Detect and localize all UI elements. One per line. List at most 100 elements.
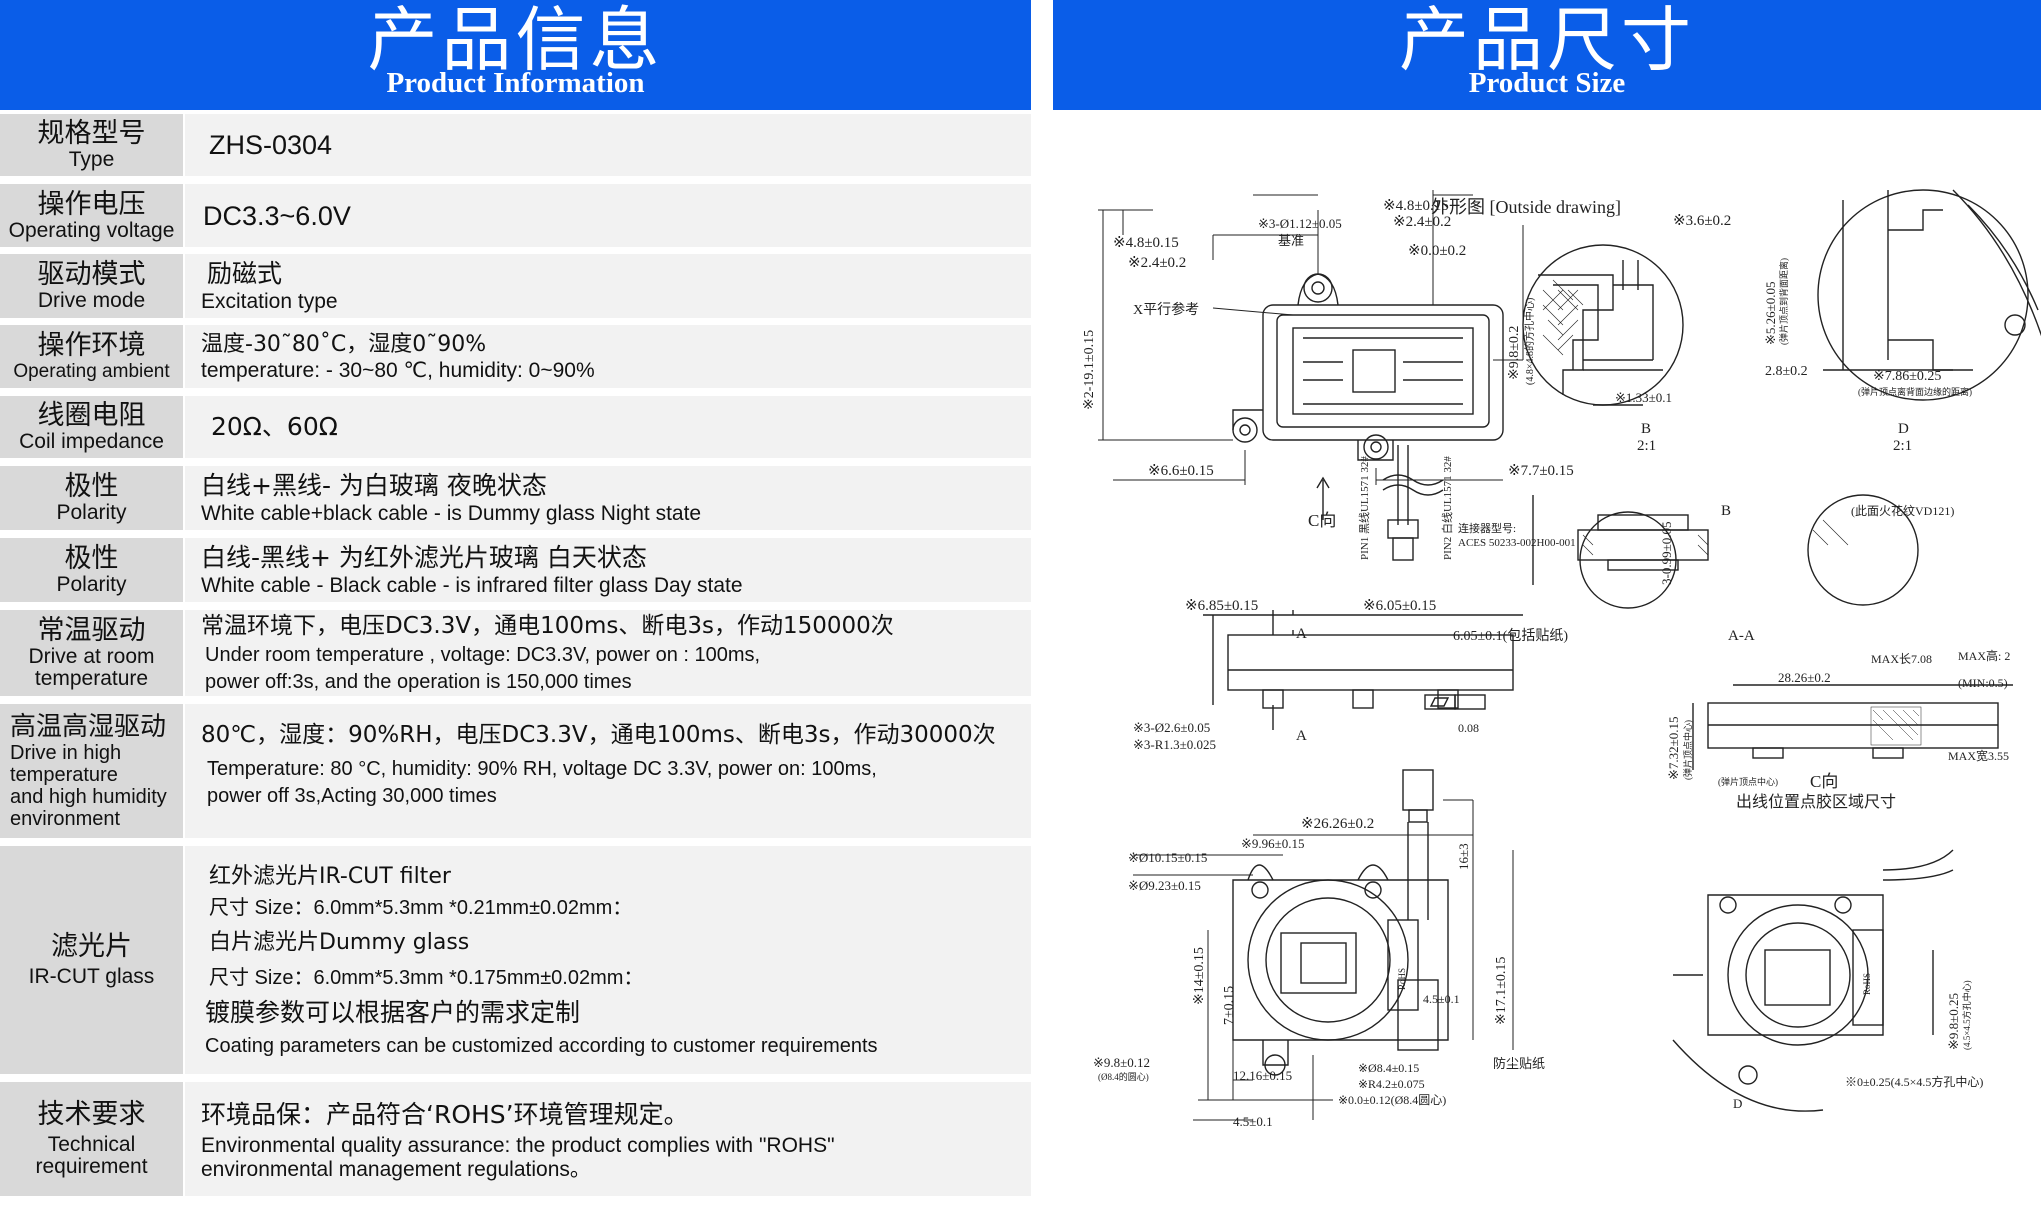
dim-label: 4.5±0.1 <box>1423 992 1460 1006</box>
product-size-title-zh: 产品尺寸 <box>1399 0 1695 81</box>
product-info-panel: 产品信息 Product Information 规格型号 Type ZHS-0… <box>0 0 1031 1196</box>
detail-b-hatch <box>1542 279 1584 356</box>
spec-row-drive-mode: 驱动模式 Drive mode 励磁式 Excitation type <box>0 254 1031 318</box>
surface-note: (此面火花纹VD121) <box>1851 503 1954 518</box>
spec-label-zh: 操作环境 <box>37 329 146 361</box>
spec-value: DC3.3~6.0V <box>185 184 1031 247</box>
dim-label: ※4.8±0.15 <box>1383 198 1449 214</box>
spec-label: 高温高湿驱动 Drive in high temperature and hig… <box>0 704 183 838</box>
dim-label: ※2-19.1±0.15 <box>1082 330 1097 410</box>
spec-row-polarity-night: 极性 Polarity 白线+黑线- 为白玻璃 夜晚状态 White cable… <box>0 466 1031 530</box>
spec-label: 技术要求 Technical requirement <box>0 1082 183 1196</box>
dim-label: ※3.6±0.2 <box>1673 213 1731 229</box>
spec-value-text: ZHS-0304 <box>209 130 333 160</box>
spec-value-en: Environmental quality assurance: the pro… <box>201 1134 835 1157</box>
spec-label-zh: 滤光片 <box>51 931 132 962</box>
spec-dummy-glass-size: 尺寸 Size：6.0mm*5.3mm *0.175mm±0.02mm： <box>209 966 644 989</box>
spec-label-zh: 线圈电阻 <box>37 400 146 431</box>
dim-label: 6.05±0.1(包括贴纸) <box>1453 628 1568 644</box>
section-aa-hatch <box>1582 519 1849 556</box>
dim-label: ※6.85±0.15 <box>1185 598 1258 614</box>
dim-label: ※9.8±0.2 <box>1507 326 1522 380</box>
dim-label: (Ø8.4的圆心) <box>1098 1071 1149 1082</box>
spec-row-high-temp-drive: 高温高湿驱动 Drive in high temperature and hig… <box>0 704 1031 838</box>
dim-label: ※R4.2±0.075 <box>1358 1077 1425 1091</box>
dim-label: ※Ø8.4±0.15 <box>1358 1061 1419 1075</box>
detail-d-scale: 2:1 <box>1893 438 1912 454</box>
dim-label: ※14±0.15 <box>1192 947 1207 1005</box>
spec-label-en: requirement <box>35 1155 148 1178</box>
spec-value: 温度-30˜80˚C，湿度0˜90% temperature: - 30~80 … <box>185 325 1031 388</box>
spec-label-en: Drive at room <box>28 645 155 668</box>
dim-label: (4.5×4.5方孔中心) <box>1961 980 1972 1050</box>
flatness-label: 0.08 <box>1458 721 1479 735</box>
spec-value-zh: 白线+黑线- 为白玻璃 夜晚状态 <box>201 471 547 500</box>
spec-label-zh: 极性 <box>64 471 119 502</box>
spec-label: 驱动模式 Drive mode <box>0 254 183 318</box>
spec-row-ambient: 操作环境 Operating ambient 温度-30˜80˚C，湿度0˜90… <box>0 325 1031 388</box>
dim-label: ※0±0.25(4.5×4.5方孔中心) <box>1845 1074 1983 1089</box>
spec-label-zh: 高温高湿驱动 <box>10 712 167 742</box>
dim-label: (弹片顶点中心) <box>1682 720 1693 780</box>
spec-coating-note-en: Coating parameters can be customized acc… <box>205 1034 878 1057</box>
dim-label: ※0.0±0.12(Ø8.4圆心) <box>1338 1093 1446 1107</box>
dim-label: (4.8×4.8的方孔中心) <box>1523 298 1536 385</box>
spec-label-en: Operating ambient <box>13 360 170 382</box>
spec-label-zh: 极性 <box>64 543 119 574</box>
spec-label-zh: 技术要求 <box>37 1099 146 1130</box>
spec-label: 操作电压 Operating voltage <box>0 184 183 247</box>
spec-label-en: IR-CUT glass <box>28 965 155 988</box>
spec-label-en: Polarity <box>56 501 127 524</box>
view-d-label: D <box>1733 1096 1742 1111</box>
dim-label: 7±0.15 <box>1222 986 1237 1025</box>
spec-value-en: Excitation type <box>201 290 338 313</box>
dim-label: MAX宽3.55 <box>1948 748 2009 763</box>
dim-label: ※7.86±0.25 <box>1873 369 1941 384</box>
spec-value: 常温环境下，电压DC3.3V，通电100ms、断电3s，作动150000次 Un… <box>185 610 1031 696</box>
spec-label-en: Coil impedance <box>19 430 164 453</box>
spec-value: 红外滤光片IR-CUT filter 尺寸 Size：6.0mm*5.3mm *… <box>185 846 1031 1074</box>
dim-label: ※5.26±0.05 <box>1763 281 1778 345</box>
spec-row-technical-requirement: 技术要求 Technical requirement 环境品保：产品符合‘ROH… <box>0 1082 1031 1196</box>
spec-value-en: power off 3s,Acting 30,000 times <box>207 785 497 807</box>
spec-value: 白线+黑线- 为白玻璃 夜晚状态 White cable+black cable… <box>185 466 1031 530</box>
pin2-label: PIN2 白线UL1571 32# <box>1440 456 1454 560</box>
dim-label: 28.26±0.2 <box>1778 670 1831 685</box>
spec-value-zh: 励磁式 <box>207 259 283 288</box>
c-direction-label: C向 <box>1810 772 1838 791</box>
view-d <box>1672 849 1954 1112</box>
glue-area-hatch <box>1870 706 1922 746</box>
dim-label: ※Ø10.15±0.15 <box>1128 850 1207 865</box>
dim-label: ※2.4±0.2 <box>1128 255 1186 271</box>
product-size-panel: 产品尺寸 Product Size <box>1053 0 2041 1210</box>
section-a-mark: A <box>1296 626 1307 642</box>
outside-drawing: 外形图 [Outside drawing] ※4.8±0.15 ※2.4±0.2… <box>1053 110 2041 1210</box>
product-size-title-en: Product Size <box>1468 67 1626 99</box>
section-b-label: B <box>1721 503 1731 519</box>
dim-label: X平行参考 <box>1133 301 1199 318</box>
dim-label: ※4.8±0.15 <box>1113 235 1179 251</box>
spec-dummy-glass-title: 白片滤光片Dummy glass <box>209 929 470 955</box>
spec-label-zh: 操作电压 <box>37 188 146 220</box>
dim-label: ※3-R1.3±0.025 <box>1133 737 1216 752</box>
dim-label: MAX长7.08 <box>1871 652 1932 666</box>
spec-value-zh: 环境品保：产品符合‘ROHS’环境管理规定。 <box>201 1100 689 1129</box>
spec-value: 环境品保：产品符合‘ROHS’环境管理规定。 Environmental qua… <box>185 1082 1031 1196</box>
side-view <box>1203 610 1523 730</box>
spec-value: ZHS-0304 <box>185 114 1031 176</box>
spec-row-room-temp-drive: 常温驱动 Drive at room temperature 常温环境下，电压D… <box>0 610 1031 696</box>
spec-label: 常温驱动 Drive at room temperature <box>0 610 183 696</box>
detail-b <box>1522 244 1684 406</box>
dim-label: ※2.4±0.2 <box>1393 214 1451 230</box>
spec-label-en: Polarity <box>56 573 127 596</box>
dim-label: (弹片顶点中心) <box>1718 776 1778 787</box>
dim-label: ※Ø9.23±0.15 <box>1128 878 1201 893</box>
dim-label: ※1.33±0.1 <box>1615 390 1672 405</box>
c-direction-label: C向 <box>1308 511 1336 530</box>
spec-value: 80℃，湿度：90%RH，电压DC3.3V，通电100ms、断电3s，作动300… <box>185 704 1031 838</box>
dimension-drawing-svg: 外形图 [Outside drawing] ※4.8±0.15 ※2.4±0.2… <box>1082 189 2041 1129</box>
detail-b-scale: 2:1 <box>1637 438 1656 454</box>
dim-label: 4.5±0.1 <box>1233 1114 1273 1129</box>
spec-value-text: 20Ω、60Ω <box>211 412 338 441</box>
front-view-dimensions <box>1098 190 1524 485</box>
